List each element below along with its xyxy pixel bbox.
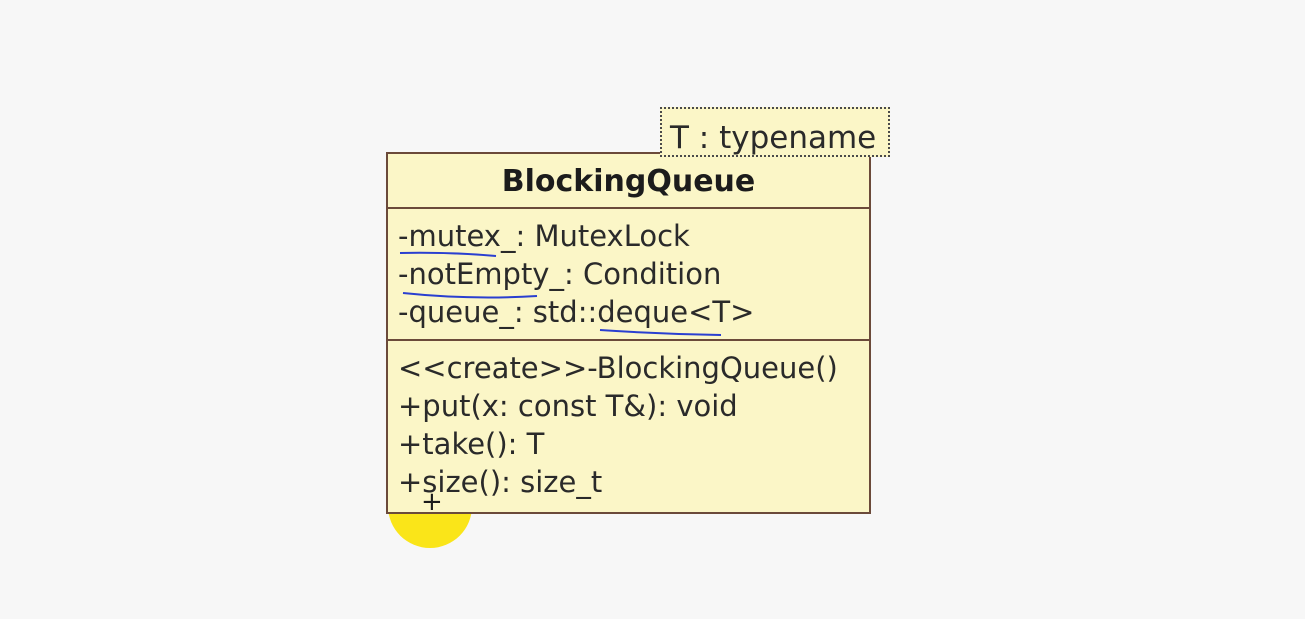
template-parameter-box: T : typename: [660, 107, 890, 157]
operation-row: +put(x: const T&): void: [398, 389, 738, 423]
operation-row: +size(): size_t: [398, 465, 603, 499]
plus-cursor-icon: +: [421, 487, 443, 517]
attributes-compartment: -mutex_: MutexLock -notEmpty_: Condition…: [388, 209, 869, 341]
operation-row: <<create>>-BlockingQueue(): [398, 351, 838, 385]
attribute-row: -notEmpty_: Condition: [398, 257, 722, 291]
class-name: BlockingQueue: [388, 154, 869, 209]
attribute-row: -mutex_: MutexLock: [398, 219, 690, 253]
attribute-row: -queue_: std::deque<T>: [398, 295, 755, 329]
uml-class-box[interactable]: BlockingQueue -mutex_: MutexLock -notEmp…: [386, 152, 871, 514]
operations-compartment: <<create>>-BlockingQueue() +put(x: const…: [388, 341, 869, 501]
operation-row: +take(): T: [398, 427, 545, 461]
